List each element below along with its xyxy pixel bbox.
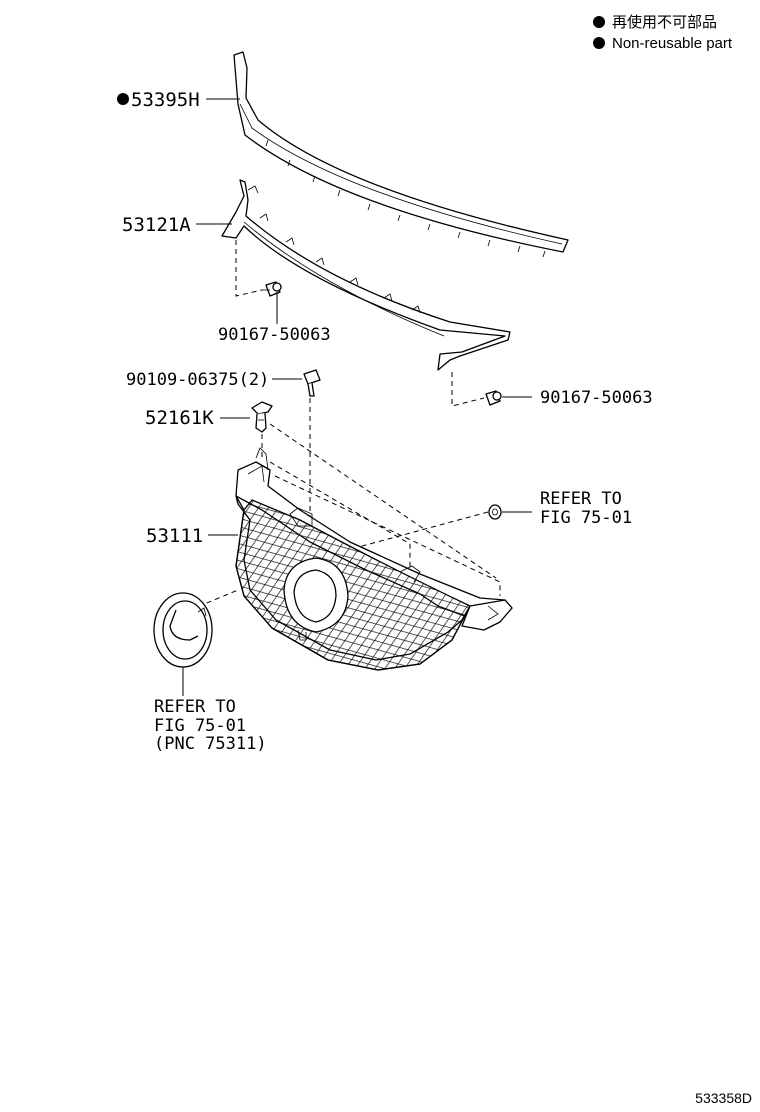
dash-align-2 xyxy=(269,461,411,570)
dash-garnish-screw-left xyxy=(235,240,263,297)
grommet[interactable] xyxy=(488,504,502,520)
legend-jp: 再使用不可部品 xyxy=(612,14,717,31)
screw-left[interactable] xyxy=(262,281,282,297)
non-reusable-bullet-icon xyxy=(117,93,129,105)
dash-align-3 xyxy=(274,475,501,596)
refer-emblem-line2[interactable]: FIG 75-01 xyxy=(154,716,246,736)
screw-right[interactable] xyxy=(485,390,502,406)
non-reusable-bullet-icon xyxy=(593,16,605,28)
grille-53111[interactable] xyxy=(230,447,513,680)
molding-53395h[interactable] xyxy=(233,51,569,258)
dash-align-1 xyxy=(269,423,497,579)
dash-garnish-screw-right xyxy=(451,372,485,407)
clip-52161k[interactable] xyxy=(251,401,273,433)
bolt-90109[interactable] xyxy=(303,369,321,397)
refer-right-line1[interactable]: REFER TO xyxy=(540,489,622,509)
legend: 再使用不可部品 Non-reusable part xyxy=(593,14,733,52)
refer-right-line2[interactable]: FIG 75-01 xyxy=(540,508,632,528)
callout-screw-left: 90167-50063 xyxy=(218,325,331,345)
non-reusable-bullet-icon xyxy=(593,37,605,49)
callout-bolt: 90109-06375(2) xyxy=(126,370,269,390)
callout-53395h: 53395H xyxy=(131,89,200,111)
callout-clip: 52161K xyxy=(145,407,214,429)
dash-refer-grille xyxy=(339,511,489,553)
callout-screw-right: 90167-50063 xyxy=(540,388,653,408)
garnish-53121a[interactable] xyxy=(221,179,511,371)
legend-en: Non-reusable part xyxy=(612,35,733,52)
callout-53121a: 53121A xyxy=(122,214,191,236)
emblem-icon[interactable] xyxy=(153,592,213,668)
callout-grille: 53111 xyxy=(146,525,203,547)
refer-emblem-line1[interactable]: REFER TO xyxy=(154,697,236,717)
diagram-code: 533358D xyxy=(695,1090,752,1106)
refer-emblem-line3: (PNC 75311) xyxy=(154,734,267,754)
